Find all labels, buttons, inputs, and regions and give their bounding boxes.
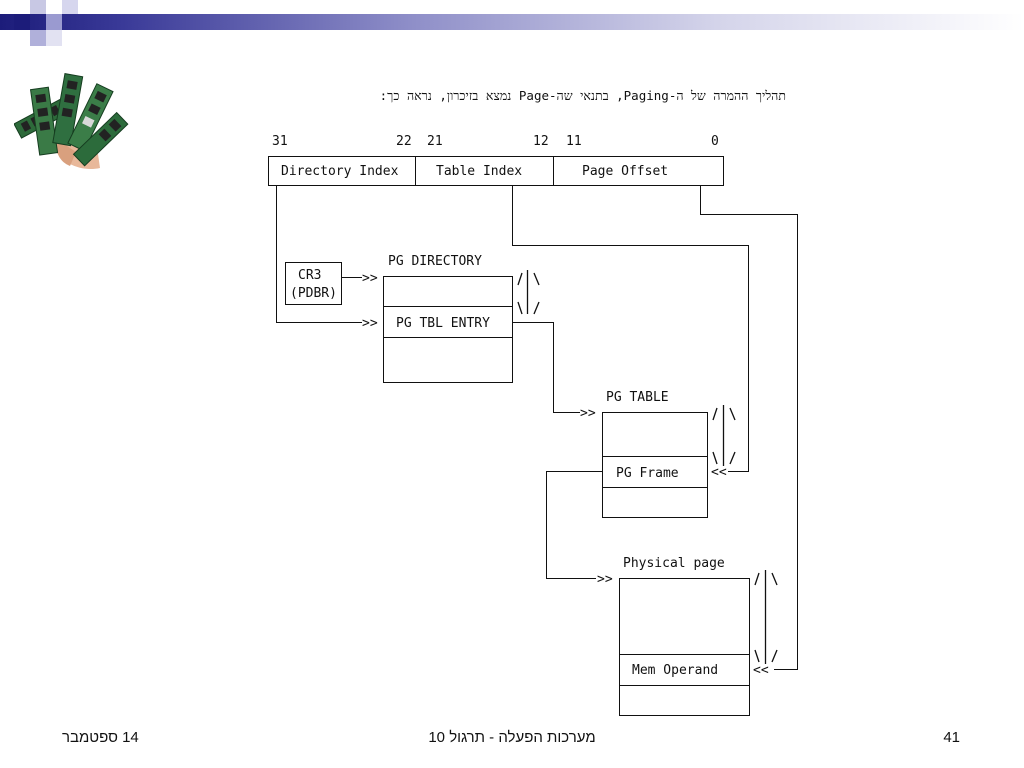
physical-page-table bbox=[619, 578, 750, 716]
footer-date: 14 ספטמבר bbox=[62, 729, 139, 746]
memory-modules-image bbox=[14, 73, 129, 170]
cr3-label: CR3 bbox=[298, 268, 321, 283]
cr3-register-box bbox=[285, 262, 342, 305]
pg-table bbox=[602, 412, 708, 518]
pg-directory-table bbox=[383, 276, 513, 383]
bit-label-21: 21 bbox=[427, 134, 443, 149]
bit-label-22: 22 bbox=[396, 134, 412, 149]
diagram-heading: תהליך ההמרה של ה-Paging, בתנאי שה-Page נ… bbox=[379, 88, 786, 103]
decorative-square bbox=[14, 14, 30, 30]
svg-text:>>: >> bbox=[580, 406, 596, 421]
slide-number: 41 bbox=[943, 729, 960, 746]
decorative-square bbox=[30, 0, 46, 14]
pg-frame-label: PG Frame bbox=[616, 466, 679, 481]
continuation-marks bbox=[517, 270, 540, 315]
pg-directory-title: PG DIRECTORY bbox=[388, 254, 482, 269]
pg-table-title: PG TABLE bbox=[606, 390, 669, 405]
continuation-marks bbox=[712, 405, 736, 466]
bit-label-0: 0 bbox=[711, 134, 719, 149]
bit-label-11: 11 bbox=[566, 134, 582, 149]
decorative-square bbox=[62, 0, 78, 14]
svg-text:<<: << bbox=[711, 465, 727, 480]
pg-tbl-entry-label: PG TBL ENTRY bbox=[396, 316, 490, 331]
bit-label-31: 31 bbox=[272, 134, 288, 149]
pdbr-label: (PDBR) bbox=[290, 286, 337, 301]
decorative-square bbox=[46, 30, 62, 46]
page-offset-field: Page Offset bbox=[582, 164, 668, 179]
svg-text:>>: >> bbox=[597, 572, 613, 587]
bit-label-12: 12 bbox=[533, 134, 549, 149]
decorative-square bbox=[46, 14, 62, 30]
arrowheads: >> >> >> << >> << bbox=[362, 271, 769, 678]
directory-index-field: Directory Index bbox=[281, 164, 399, 179]
svg-text:<<: << bbox=[753, 663, 769, 678]
mem-operand-label: Mem Operand bbox=[632, 663, 718, 678]
footer-course-title: מערכות הפעלה - תרגול 10 bbox=[428, 729, 596, 746]
physical-page-title: Physical page bbox=[623, 556, 725, 571]
table-index-field: Table Index bbox=[436, 164, 522, 179]
svg-text:>>: >> bbox=[362, 271, 378, 286]
svg-text:>>: >> bbox=[362, 316, 378, 331]
connector-lines bbox=[276, 186, 798, 670]
linear-address-box bbox=[268, 156, 724, 186]
decorative-square bbox=[30, 30, 46, 46]
continuation-marks bbox=[754, 570, 778, 664]
title-bar-gradient bbox=[0, 14, 1024, 30]
